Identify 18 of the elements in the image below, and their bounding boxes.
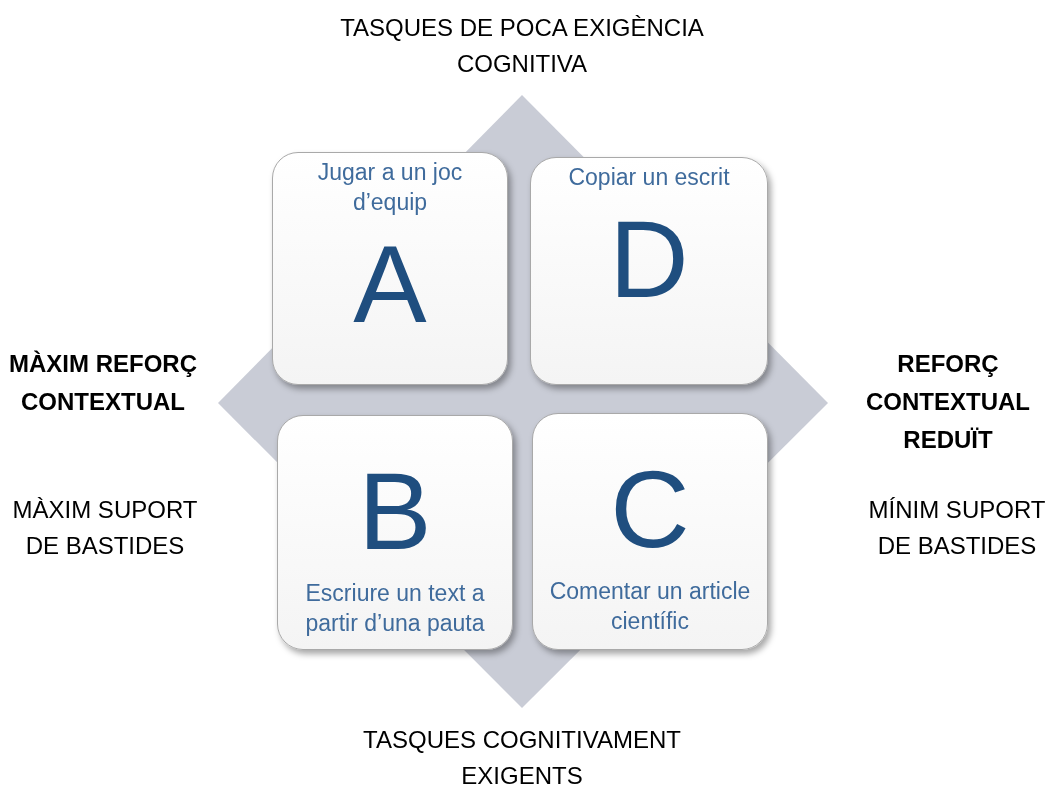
quadrant-card	[530, 157, 768, 385]
axis-sublabel: MÀXIM SUPORT DE BASTIDES	[11, 495, 199, 561]
axis-label: TASQUES COGNITIVAMENT EXIGENTS	[362, 725, 682, 791]
task-example: Escriure un text a partir d’una pauta	[304, 579, 486, 638]
axis-label: MÀXIM REFORÇ CONTEXTUAL	[8, 349, 198, 417]
axis-label: REFORÇ CONTEXTUAL REDUÏT	[865, 349, 1031, 455]
axis-sublabel: MÍNIM SUPORT DE BASTIDES	[867, 495, 1047, 561]
quadrant-card	[532, 413, 768, 650]
quadrant-letter: D	[609, 204, 689, 314]
quadrant-card	[272, 152, 508, 385]
quadrant-card	[277, 415, 513, 650]
axis-label: TASQUES DE POCA EXIGÈNCIA COGNITIVA	[339, 13, 705, 79]
quadrant-letter: C	[610, 454, 690, 564]
task-example: Copiar un escrit	[568, 163, 730, 192]
task-example: Comentar un article científic	[548, 577, 752, 636]
task-example: Jugar a un joc d’equip	[316, 158, 464, 217]
quadrant-letter: B	[358, 456, 432, 566]
quadrant-letter: A	[353, 229, 427, 339]
